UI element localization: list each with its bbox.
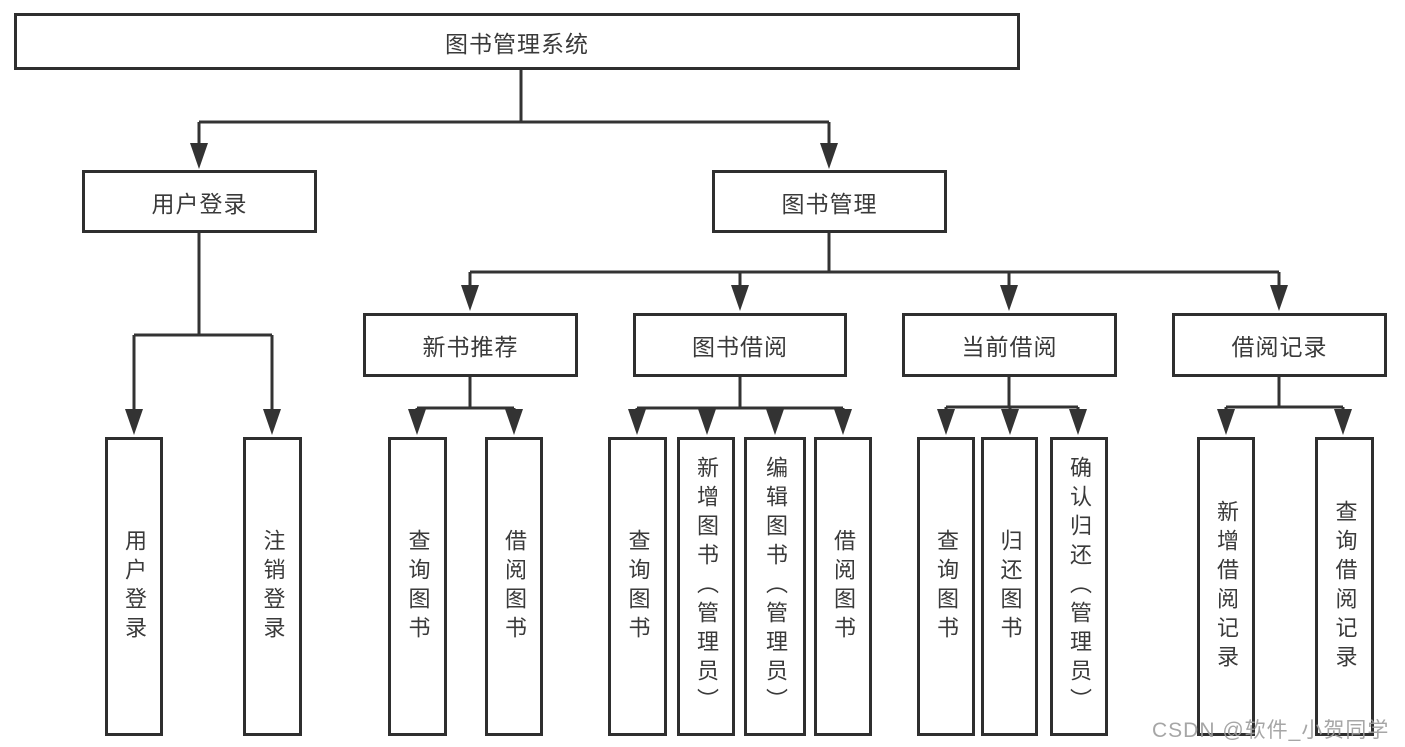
node-new-book-recommend: 新书推荐 <box>363 313 578 377</box>
leaf-user-login: 用户登录 <box>105 437 163 736</box>
node-label: 借阅记录 <box>1231 334 1328 360</box>
node-label: 确认归还（管理员） <box>1067 456 1092 717</box>
leaf-query-books-recommend: 查询图书 <box>388 437 447 736</box>
leaf-query-books-borrow: 查询图书 <box>608 437 667 736</box>
leaf-borrow-books-recommend: 借阅图书 <box>485 437 543 736</box>
node-library-management-system: 图书管理系统 <box>14 13 1020 70</box>
node-label: 用户登录 <box>122 528 147 645</box>
node-label: 查询图书 <box>405 528 431 645</box>
node-label: 新增图书（管理员） <box>694 456 719 717</box>
node-label: 查询图书 <box>934 528 959 645</box>
node-label: 图书借阅 <box>692 334 788 360</box>
node-current-borrow: 当前借阅 <box>902 313 1117 377</box>
node-label: 新书推荐 <box>422 334 519 360</box>
node-book-borrow: 图书借阅 <box>633 313 847 377</box>
leaf-logout: 注销登录 <box>243 437 302 736</box>
node-label: 编辑图书（管理员） <box>763 456 788 717</box>
leaf-query-books-current: 查询图书 <box>917 437 975 736</box>
node-label: 借阅图书 <box>502 528 527 645</box>
node-label: 借阅图书 <box>831 528 856 645</box>
leaf-add-borrow-record: 新增借阅记录 <box>1197 437 1255 736</box>
node-label: 当前借阅 <box>961 334 1058 360</box>
node-label: 图书管理 <box>781 190 878 217</box>
connector-new-book-recommend-to-leaves <box>408 377 523 435</box>
node-user-login: 用户登录 <box>82 170 317 233</box>
node-label: 归还图书 <box>997 528 1023 645</box>
node-label: 注销登录 <box>260 528 286 645</box>
leaf-query-borrow-record: 查询借阅记录 <box>1315 437 1374 736</box>
csdn-watermark: CSDN @软件_小贺同学 <box>1152 719 1390 742</box>
node-label: 新增借阅记录 <box>1214 499 1239 674</box>
connector-root-to-level2 <box>190 70 838 169</box>
node-label: 查询借阅记录 <box>1332 499 1358 674</box>
node-label: 查询图书 <box>625 528 651 645</box>
connector-current-borrow-to-leaves <box>937 377 1087 435</box>
leaf-confirm-return-admin: 确认归还（管理员） <box>1050 437 1108 736</box>
connector-user-login-to-leaves <box>125 233 281 435</box>
connector-book-borrow-to-leaves <box>628 377 852 435</box>
leaf-edit-book-admin: 编辑图书（管理员） <box>744 437 806 736</box>
node-label: 图书管理系统 <box>445 30 589 57</box>
leaf-return-book: 归还图书 <box>981 437 1038 736</box>
leaf-add-book-admin: 新增图书（管理员） <box>677 437 735 736</box>
leaf-borrow-books: 借阅图书 <box>814 437 872 736</box>
node-label: 用户登录 <box>151 190 248 217</box>
node-book-management: 图书管理 <box>712 170 947 233</box>
connector-book-management-to-level3 <box>461 233 1288 311</box>
node-borrow-records: 借阅记录 <box>1172 313 1387 377</box>
connector-borrow-records-to-leaves <box>1217 377 1352 435</box>
